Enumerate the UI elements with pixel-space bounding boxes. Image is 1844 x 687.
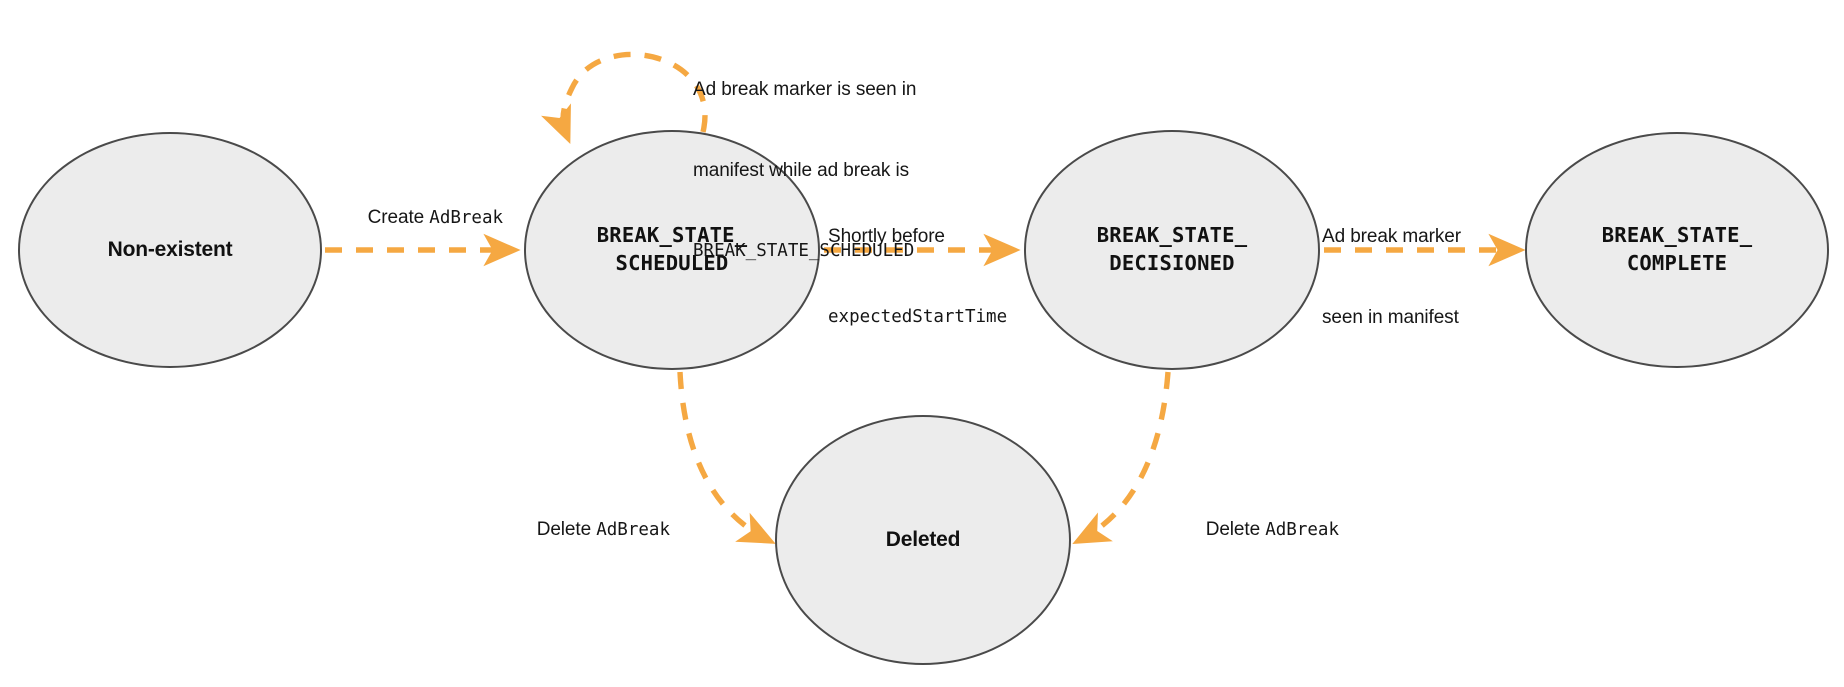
- state-node-deleted[interactable]: Deleted: [775, 415, 1071, 665]
- edge-label-delete-right-mono: AdBreak: [1265, 519, 1339, 540]
- edge-label-delete-left-plain: Delete: [536, 518, 597, 540]
- edge-label-self-loop-line-3: BREAK_STATE_SCHEDULED: [693, 240, 915, 261]
- edge-label-self-loop-scheduled: Ad break marker is seen in manifest whil…: [693, 23, 993, 318]
- state-label-line-2: DECISIONED: [1109, 251, 1235, 275]
- state-node-break-state-complete-label: BREAK_STATE_ COMPLETE: [1602, 222, 1753, 277]
- edge-label-self-loop-line-1: Ad break marker is seen in: [693, 78, 917, 100]
- edge-label-delete-left-mono: AdBreak: [596, 519, 670, 540]
- state-node-break-state-scheduled[interactable]: BREAK_STATE_ SCHEDULED: [524, 130, 820, 370]
- edge-label-marker-line-1: Ad break marker: [1322, 225, 1461, 247]
- edge-label-create-adbreak: Create AdBreak: [330, 178, 520, 259]
- state-label-line-1: BREAK_STATE_: [1096, 223, 1248, 248]
- state-node-break-state-complete[interactable]: BREAK_STATE_ COMPLETE: [1525, 132, 1829, 368]
- state-label-line-1: BREAK_STATE_: [1601, 223, 1753, 248]
- edge-label-shortly-line-1: Shortly before: [828, 225, 945, 247]
- edge-label-shortly-line-2: expectedStartTime: [828, 306, 1008, 327]
- edge-delete-from-scheduled: [677, 371, 776, 544]
- state-node-break-state-decisioned-label: BREAK_STATE_ DECISIONED: [1097, 222, 1248, 277]
- edge-label-delete-from-scheduled: Delete AdBreak: [516, 490, 736, 571]
- state-node-break-state-scheduled-label: BREAK_STATE_ SCHEDULED: [597, 222, 748, 277]
- state-node-non-existent[interactable]: Non-existent: [18, 132, 322, 368]
- edge-label-delete-from-decisioned: Delete AdBreak: [1185, 490, 1405, 571]
- edge-label-create-mono: AdBreak: [429, 207, 504, 228]
- edge-self-loop-scheduled: [541, 51, 708, 144]
- state-node-break-state-decisioned[interactable]: BREAK_STATE_ DECISIONED: [1024, 130, 1320, 370]
- edge-label-marker-line-2: seen in manifest: [1322, 306, 1459, 328]
- state-label-line-2: SCHEDULED: [615, 251, 729, 275]
- edge-label-shortly-before: Shortly before expectedStartTime: [828, 170, 1068, 384]
- edge-label-marker-seen: Ad break marker seen in manifest: [1322, 170, 1542, 386]
- state-label-line-1: BREAK_STATE_: [596, 223, 748, 248]
- edge-label-self-loop-line-2: manifest while ad break is: [693, 159, 910, 181]
- edge-delete-from-decisioned: [1072, 371, 1171, 544]
- edge-label-create-plain: Create: [367, 206, 430, 228]
- state-node-non-existent-label: Non-existent: [107, 237, 233, 261]
- state-node-deleted-label: Deleted: [885, 527, 961, 551]
- state-label-line-2: COMPLETE: [1626, 251, 1728, 275]
- edge-label-delete-right-plain: Delete: [1205, 518, 1266, 540]
